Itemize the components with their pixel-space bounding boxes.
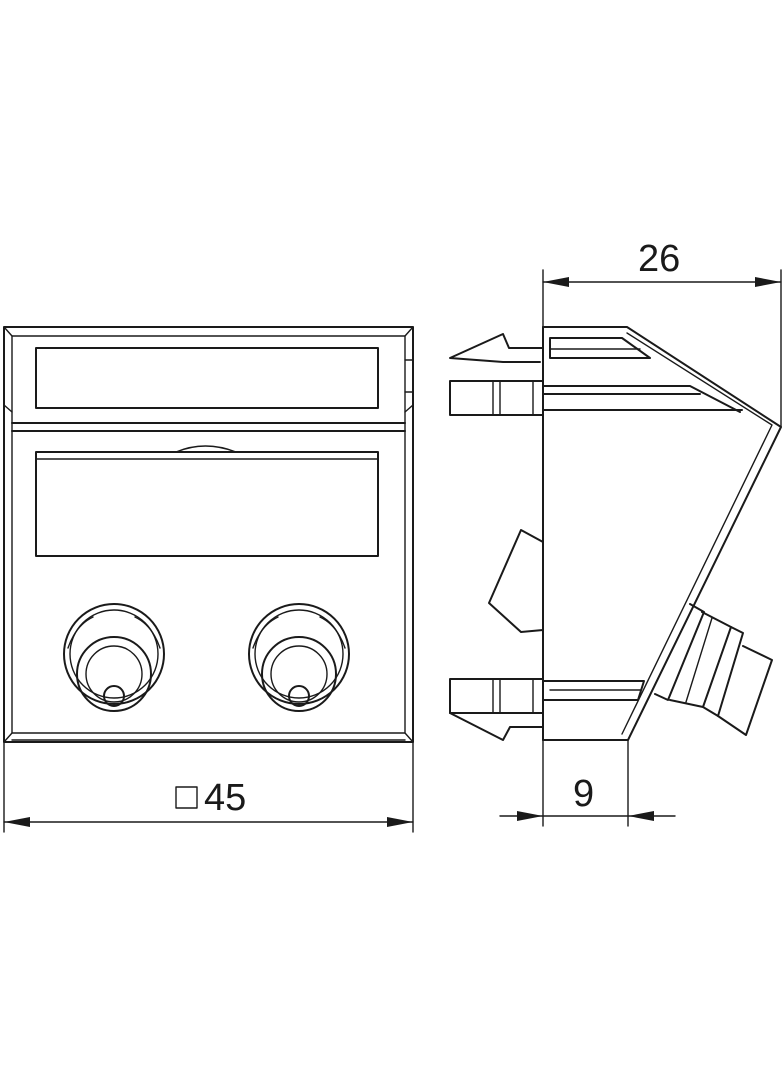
offset-dimension: 9 bbox=[499, 739, 676, 827]
front-label-window-top bbox=[35, 347, 379, 409]
front-divider-ridge bbox=[11, 422, 406, 432]
side-top-slot bbox=[549, 337, 651, 359]
side-ridge-lines bbox=[542, 385, 743, 413]
width-arrow-left bbox=[4, 817, 30, 827]
connector-right bbox=[248, 603, 350, 712]
square-outline-icon bbox=[175, 786, 198, 809]
front-view bbox=[3, 326, 414, 743]
width-arrow-right bbox=[387, 817, 413, 827]
connector-left bbox=[63, 603, 165, 712]
offset-dimension-label: 9 bbox=[573, 773, 594, 815]
front-label-window-bottom bbox=[35, 451, 379, 557]
depth-arrow-left bbox=[543, 277, 569, 287]
width-dimension-label: 45 bbox=[204, 777, 246, 819]
side-clip-lower bbox=[449, 678, 544, 741]
depth-dimension-label: 26 bbox=[638, 238, 680, 280]
side-rear-boss bbox=[488, 529, 544, 633]
front-left-bevel bbox=[3, 326, 414, 743]
side-slanted-face-inner bbox=[621, 332, 773, 735]
front-frame-outline bbox=[3, 326, 414, 743]
side-view bbox=[449, 326, 782, 741]
side-clip-upper bbox=[449, 333, 544, 416]
side-slanted-face bbox=[542, 326, 782, 741]
offset-arrow-right bbox=[628, 811, 654, 821]
side-bottom-slot bbox=[542, 680, 645, 701]
width-dimension: 45 bbox=[3, 741, 414, 833]
front-side-notches bbox=[3, 359, 414, 413]
depth-arrow-right bbox=[755, 277, 781, 287]
offset-arrow-left bbox=[517, 811, 543, 821]
side-connector bbox=[654, 603, 773, 736]
depth-dimension: 26 bbox=[542, 238, 782, 428]
front-ridge-bump bbox=[175, 445, 237, 453]
